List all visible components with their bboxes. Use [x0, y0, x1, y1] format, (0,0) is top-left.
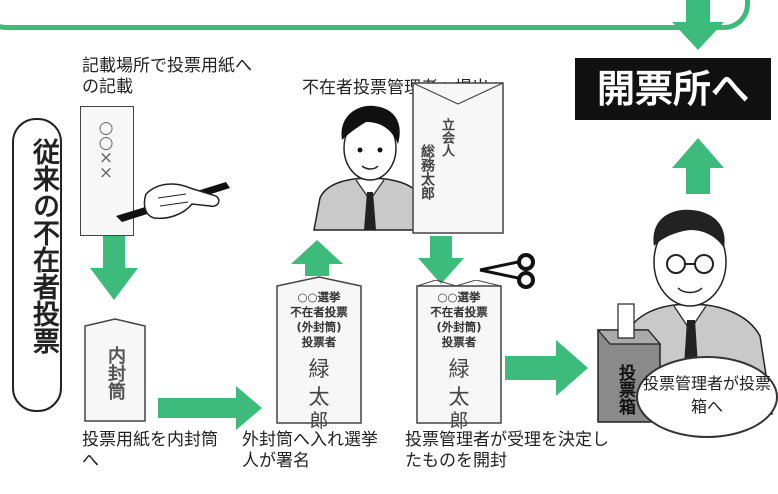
- envelope-line: ○○選挙: [437, 290, 481, 304]
- envelope-line: 投票者: [301, 335, 337, 349]
- voter-name-char: 郎: [309, 410, 329, 432]
- speech-bubble-text: 投票管理者が投票箱へ: [642, 374, 771, 416]
- voter-name-char: 緑: [308, 357, 330, 381]
- opened-envelope: [416, 280, 502, 424]
- opened-envelope-text: ○○選挙 不在者投票 (外封筒) 投票者 緑 太 郎: [416, 284, 502, 432]
- side-label-text: 従来の不在者投票: [28, 138, 59, 354]
- arrow-inner-to-outer: [158, 386, 262, 430]
- arrow-into-destination: [672, 0, 724, 50]
- witness-envelope: [412, 82, 504, 234]
- envelope-line: 不在者投票: [290, 305, 348, 319]
- arrow-ballot-to-inner: [90, 236, 138, 300]
- caption-inner: 投票用紙を内封筒へ: [82, 430, 218, 471]
- envelope-line: (外封筒): [436, 320, 482, 334]
- witness-role: 立会人: [439, 118, 454, 157]
- side-label: 従来の不在者投票: [12, 118, 62, 412]
- caption-accept: 投票管理者が受理を決定したものを開封: [405, 430, 609, 471]
- ballot-mark: ○: [98, 118, 114, 138]
- ballot-box-label: 投票箱: [615, 363, 635, 415]
- outer-envelope: [276, 276, 362, 424]
- scissors-icon: [479, 253, 535, 289]
- arrow-outer-to-submit: [291, 240, 343, 276]
- inner-envelope-label: 内封筒: [105, 346, 126, 400]
- top-frame: [0, 0, 750, 30]
- envelope-line: ○○選挙: [297, 290, 341, 304]
- caption-write: 記載場所で投票用紙への記載: [82, 56, 252, 97]
- voter-name-char: 緑: [448, 357, 470, 381]
- speech-bubble: 投票管理者が投票箱へ: [636, 356, 778, 438]
- envelope-line: (外封筒): [296, 320, 342, 334]
- voter-name-char: 太: [308, 385, 330, 409]
- voter-name-char: 太: [448, 385, 470, 409]
- ballot-mark: ○: [98, 133, 114, 153]
- arrow-accept-to-box: [505, 340, 588, 396]
- ballot-mark: ×: [98, 163, 114, 183]
- envelope-line: 投票者: [441, 335, 477, 349]
- witness-name: 総務太郎: [419, 144, 435, 200]
- voter-name-char: 郎: [449, 410, 469, 432]
- arrow-to-destination: [672, 138, 724, 194]
- arrow-submit-to-accept: [418, 236, 464, 284]
- voter-illustration: [313, 105, 429, 231]
- outer-envelope-text: ○○選挙 不在者投票 (外封筒) 投票者 緑 太 郎: [276, 284, 362, 432]
- caption-outer: 外封筒へ入れ選挙人が署名: [242, 430, 378, 471]
- inner-envelope: [84, 318, 146, 422]
- writing-hand-illustration: [116, 182, 230, 222]
- ballot-mark: ×: [98, 148, 114, 168]
- envelope-line: 不在者投票: [430, 305, 488, 319]
- destination-badge: 開票所へ: [575, 58, 771, 120]
